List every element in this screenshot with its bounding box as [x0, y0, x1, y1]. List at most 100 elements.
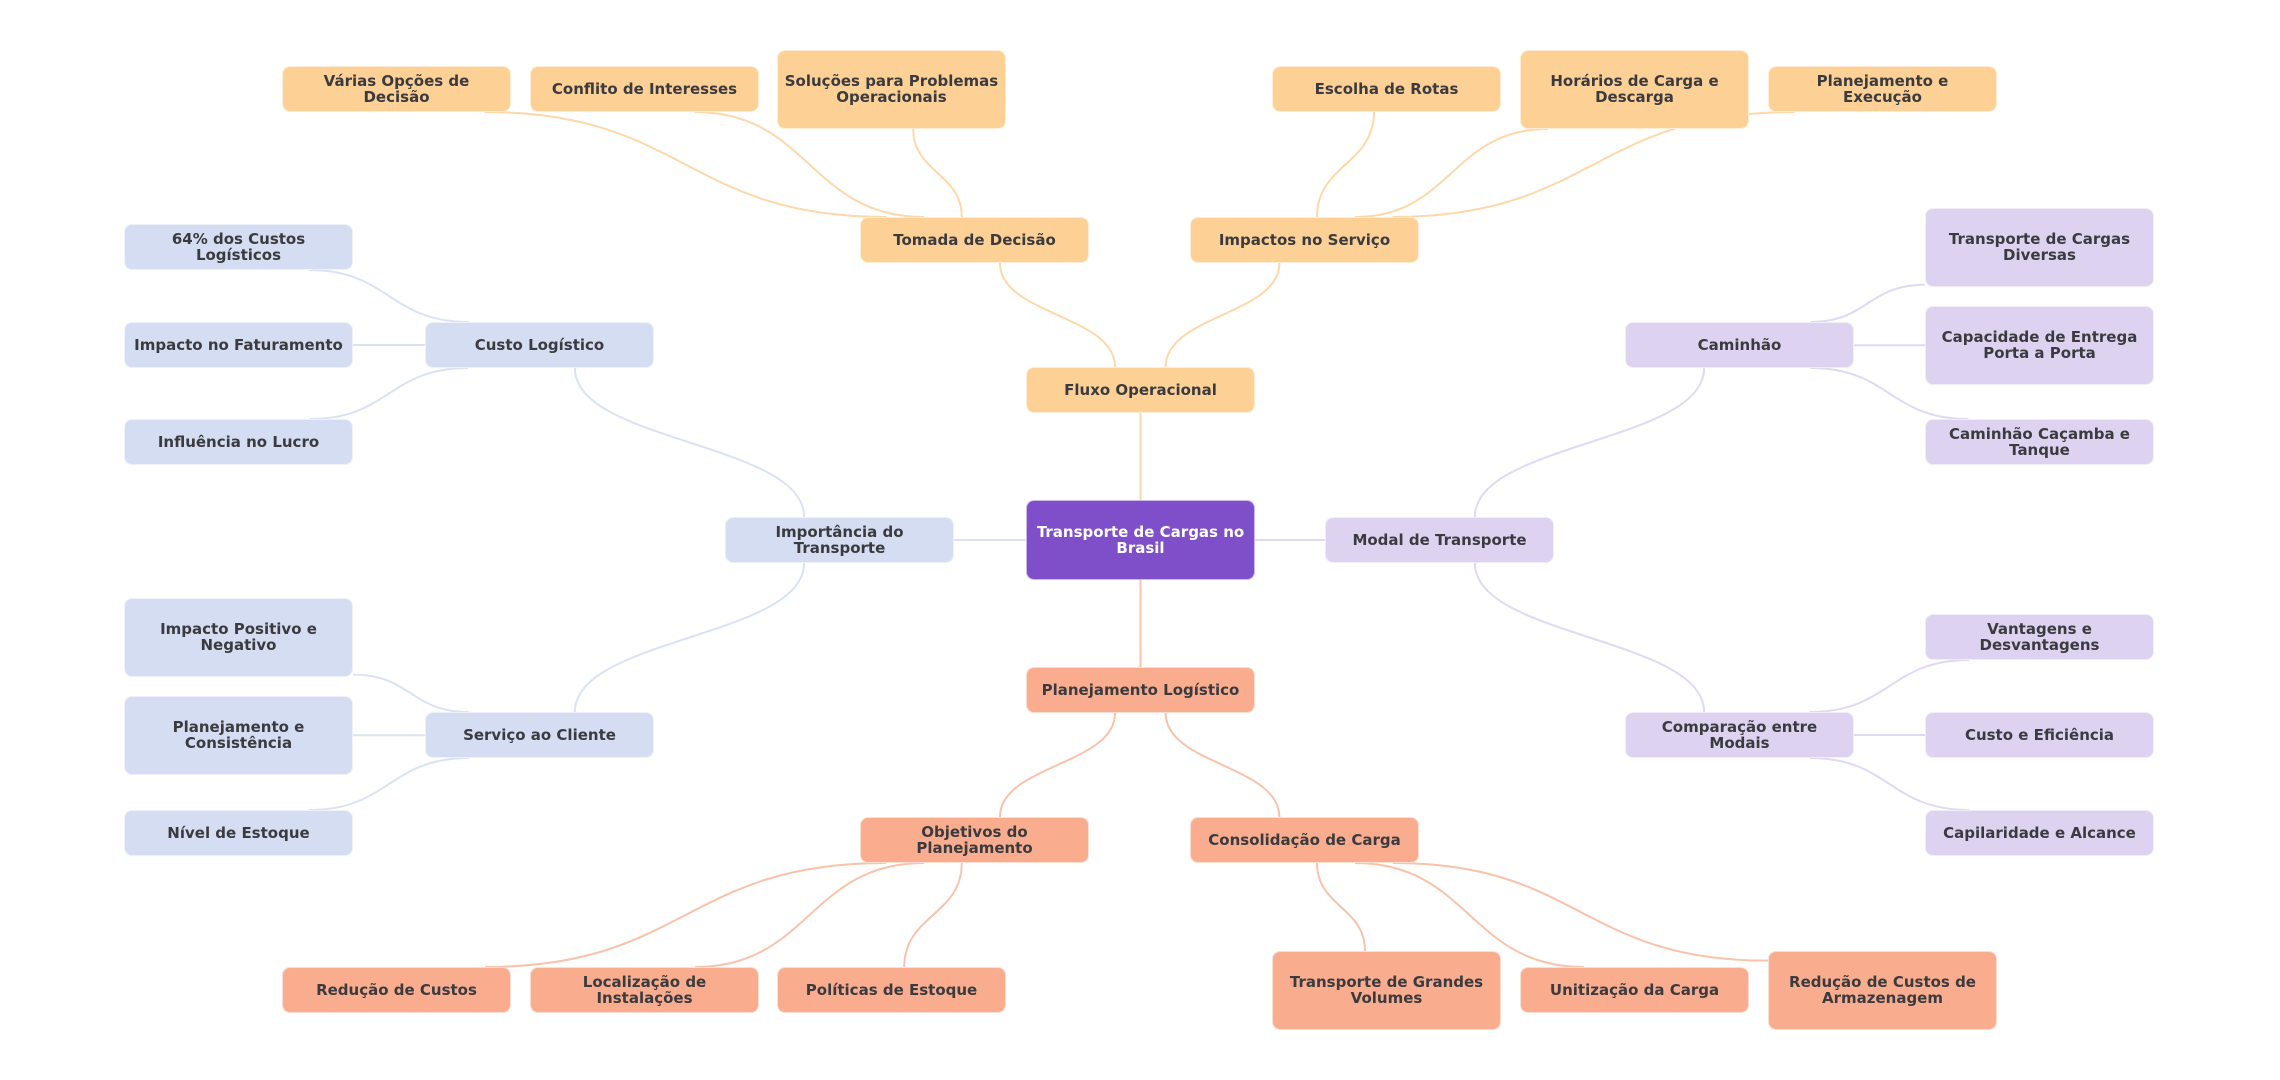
- node-rotas[interactable]: Escolha de Rotas: [1272, 66, 1501, 112]
- node-posneg[interactable]: Impacto Positivo e Negativo: [124, 598, 353, 677]
- node-eficiencia[interactable]: Custo e Eficiência: [1925, 712, 2154, 758]
- edge-importancia-to-servico: [573, 562, 806, 713]
- edge-impactos-to-rotas: [1315, 111, 1376, 218]
- node-caminhao[interactable]: Caminhão: [1625, 322, 1854, 368]
- node-capilaridade[interactable]: Capilaridade e Alcance: [1925, 810, 2154, 856]
- node-unitizacao[interactable]: Unitização da Carga: [1520, 967, 1749, 1013]
- node-lucro[interactable]: Influência no Lucro: [124, 419, 353, 465]
- node-custo[interactable]: Custo Logístico: [425, 322, 654, 368]
- node-label: Impacto no Faturamento: [134, 336, 343, 354]
- node-label: Custo Logístico: [474, 336, 605, 354]
- edge-planlog-to-objetivos: [998, 712, 1117, 818]
- node-planlog[interactable]: Planejamento Logístico: [1026, 667, 1255, 713]
- node-importancia[interactable]: Importância do Transporte: [725, 517, 954, 563]
- node-estoque[interactable]: Nível de Estoque: [124, 810, 353, 856]
- edge-importancia-to-custo: [573, 367, 806, 518]
- edge-custo-to-pct64: [309, 269, 469, 323]
- node-planexec[interactable]: Planejamento e Execução: [1768, 66, 1997, 112]
- node-label: Transporte de Cargas no Brasil: [1036, 523, 1245, 557]
- node-label: Transporte de Grandes Volumes: [1289, 973, 1484, 1007]
- node-consist[interactable]: Planejamento e Consistência: [124, 696, 353, 775]
- node-label: Planejamento Logístico: [1041, 681, 1240, 699]
- central-node[interactable]: Transporte de Cargas no Brasil: [1026, 500, 1255, 580]
- node-label: Unitização da Carga: [1549, 981, 1720, 999]
- edge-consolidacao-to-grandes: [1316, 862, 1366, 952]
- node-label: Redução de Custos: [316, 981, 477, 999]
- node-faturamento[interactable]: Impacto no Faturamento: [124, 322, 353, 368]
- node-armazenagem[interactable]: Redução de Custos de Armazenagem: [1768, 951, 1997, 1030]
- node-label: Redução de Custos de Armazenagem: [1789, 973, 1976, 1007]
- node-label: Conflito de Interesses: [551, 80, 738, 98]
- node-label: Custo e Eficiência: [1964, 726, 2115, 744]
- node-label: Comparação entre Modais: [1661, 718, 1818, 752]
- node-label: Capacidade de Entrega Porta a Porta: [1941, 328, 2138, 362]
- node-reducao[interactable]: Redução de Custos: [282, 967, 511, 1013]
- node-label: Várias Opções de Decisão: [323, 72, 470, 106]
- edge-objetivos-to-politicas: [903, 862, 963, 968]
- node-label: Caminhão Caçamba e Tanque: [1949, 425, 2130, 459]
- node-label: Consolidação de Carga: [1208, 831, 1401, 849]
- node-objetivos[interactable]: Objetivos do Planejamento: [860, 817, 1089, 863]
- edge-fluxo-to-impactos: [1164, 262, 1281, 368]
- node-conflito[interactable]: Conflito de Interesses: [530, 66, 759, 112]
- edge-caminhao-to-cacamba: [1810, 367, 1969, 420]
- node-label: Soluções para Problemas Operacionais: [784, 72, 999, 106]
- edge-fluxo-to-tomada: [998, 262, 1117, 368]
- node-label: Planejamento e Consistência: [172, 718, 305, 752]
- node-label: Políticas de Estoque: [805, 981, 978, 999]
- edge-planlog-to-consolidacao: [1164, 712, 1281, 818]
- node-label: Importância do Transporte: [775, 523, 904, 557]
- edge-tomada-to-conflito: [694, 111, 925, 218]
- node-politicas[interactable]: Políticas de Estoque: [777, 967, 1006, 1013]
- edge-consolidacao-to-armazenagem: [1392, 862, 1769, 962]
- node-label: Planejamento e Execução: [1816, 72, 1949, 106]
- node-diversas[interactable]: Transporte de Cargas Diversas: [1925, 208, 2154, 287]
- node-consolidacao[interactable]: Consolidação de Carga: [1190, 817, 1419, 863]
- node-fluxo[interactable]: Fluxo Operacional: [1026, 367, 1255, 413]
- node-label: Caminhão: [1697, 336, 1782, 354]
- edge-modal-to-caminhao: [1473, 367, 1706, 518]
- node-impactos[interactable]: Impactos no Serviço: [1190, 217, 1419, 263]
- node-cacamba[interactable]: Caminhão Caçamba e Tanque: [1925, 419, 2154, 465]
- edge-caminhao-to-diversas: [1810, 283, 1926, 323]
- edge-comparacao-to-capilaridade: [1809, 757, 1970, 811]
- node-label: Capilaridade e Alcance: [1943, 824, 2136, 842]
- node-grandes[interactable]: Transporte de Grandes Volumes: [1272, 951, 1501, 1030]
- edge-tomada-to-solucoes: [912, 128, 963, 218]
- node-label: Horários de Carga e Descarga: [1550, 72, 1719, 106]
- edge-comparacao-to-vantagens: [1809, 659, 1970, 713]
- node-servico[interactable]: Serviço ao Cliente: [425, 712, 654, 758]
- node-label: 64% dos Custos Logísticos: [171, 230, 306, 264]
- node-varias[interactable]: Várias Opções de Decisão: [282, 66, 511, 112]
- node-comparacao[interactable]: Comparação entre Modais: [1625, 712, 1854, 758]
- node-label: Influência no Lucro: [157, 433, 320, 451]
- node-tomada[interactable]: Tomada de Decisão: [860, 217, 1089, 263]
- node-label: Vantagens e Desvantagens: [1979, 620, 2100, 654]
- edge-servico-to-posneg: [352, 673, 469, 713]
- edge-impactos-to-horarios: [1354, 128, 1548, 218]
- edge-objetivos-to-localizacao: [695, 862, 924, 968]
- node-label: Transporte de Cargas Diversas: [1948, 230, 2131, 264]
- node-modal[interactable]: Modal de Transporte: [1325, 517, 1554, 563]
- edge-consolidacao-to-unitizacao: [1355, 862, 1584, 968]
- node-label: Serviço ao Cliente: [463, 726, 616, 744]
- node-vantagens[interactable]: Vantagens e Desvantagens: [1925, 614, 2154, 660]
- node-localizacao[interactable]: Localização de Instalações: [530, 967, 759, 1013]
- node-label: Modal de Transporte: [1352, 531, 1527, 549]
- node-label: Objetivos do Planejamento: [916, 823, 1033, 857]
- node-label: Localização de Instalações: [582, 973, 707, 1007]
- node-label: Nível de Estoque: [167, 824, 310, 842]
- node-porta[interactable]: Capacidade de Entrega Porta a Porta: [1925, 306, 2154, 385]
- node-solucoes[interactable]: Soluções para Problemas Operacionais: [777, 50, 1006, 129]
- edge-servico-to-estoque: [309, 757, 469, 811]
- node-label: Escolha de Rotas: [1314, 80, 1459, 98]
- edge-tomada-to-varias: [484, 111, 887, 218]
- edge-modal-to-comparacao: [1473, 562, 1706, 713]
- node-horarios[interactable]: Horários de Carga e Descarga: [1520, 50, 1749, 129]
- node-label: Impacto Positivo e Negativo: [160, 620, 317, 654]
- node-pct64[interactable]: 64% dos Custos Logísticos: [124, 224, 353, 270]
- edge-objetivos-to-reducao: [485, 862, 886, 968]
- edge-custo-to-lucro: [309, 367, 469, 420]
- node-label: Fluxo Operacional: [1064, 381, 1217, 399]
